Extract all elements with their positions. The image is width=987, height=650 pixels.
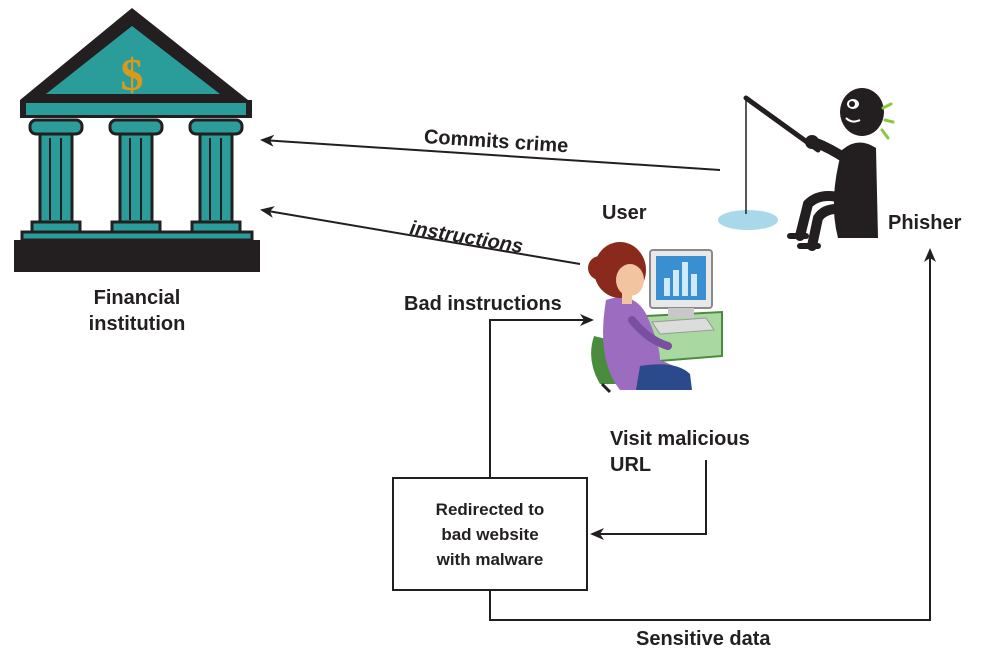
bad-instructions-label: Bad instructions [404,293,562,315]
box-line1: Redirected to [435,499,545,519]
visit-label-line1: Visit malicious [610,428,750,450]
arrow-visit-url [590,460,707,540]
redirect-box [392,477,588,591]
connectors [260,134,936,621]
user-at-computer-icon [588,242,723,394]
box-line3: with malware [436,549,544,569]
sensitive-data-label: Sensitive data [636,628,771,650]
arrow-instructions [260,206,581,265]
box-line2: bad website [441,524,539,544]
phisher-label: Phisher [888,212,962,234]
phisher-fishing-icon [718,88,895,251]
dollar-sign-icon: $ [121,49,144,100]
financial-label-line2: institution [88,313,186,335]
arrow-commits-crime [260,134,721,171]
redirect-box-text: Redirected to bad website with malware [393,478,587,590]
arrow-sensitive-data [489,248,936,621]
arrow-bad-instructions [489,314,594,478]
user-label: User [602,202,647,224]
bank-building-icon [14,8,260,272]
visit-label-line2: URL [610,454,652,476]
svg-text:$: $ [121,49,144,100]
visit-malicious-url-label: Visit malicious URL [610,426,750,478]
financial-institution-label: Financial institution [62,285,212,337]
financial-label-line1: Financial [93,287,181,309]
